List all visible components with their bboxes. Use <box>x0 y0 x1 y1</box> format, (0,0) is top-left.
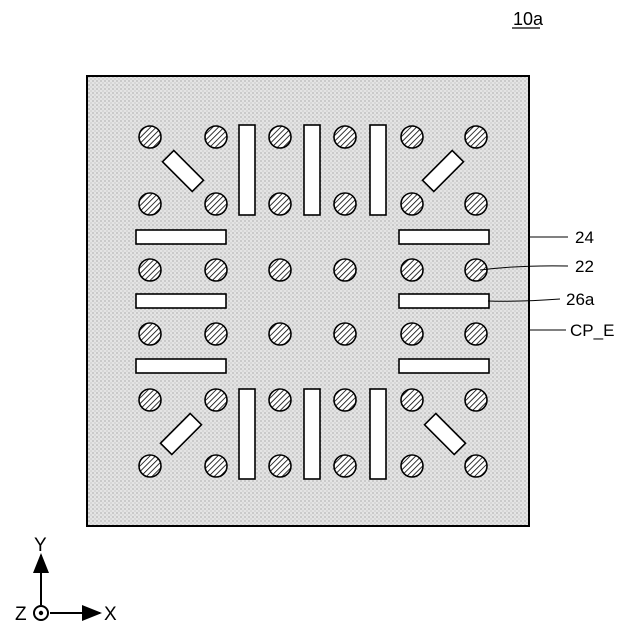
bump <box>139 193 161 215</box>
axis-indicator: Y X Z <box>15 535 117 625</box>
bump <box>205 323 227 345</box>
bump <box>465 455 487 477</box>
dummy-pattern <box>370 125 386 215</box>
bump <box>269 193 291 215</box>
bump <box>401 259 423 281</box>
dummy-pattern <box>399 294 489 308</box>
bump <box>401 389 423 411</box>
bump <box>465 126 487 148</box>
bump <box>205 259 227 281</box>
bump <box>465 389 487 411</box>
bump <box>334 455 356 477</box>
z-axis-label: Z <box>15 604 27 625</box>
bump <box>205 126 227 148</box>
dummy-pattern <box>370 389 386 479</box>
bump <box>139 389 161 411</box>
bump <box>465 193 487 215</box>
y-axis-label: Y <box>34 535 47 556</box>
dummy-pattern <box>239 389 255 479</box>
bump <box>269 126 291 148</box>
dummy-pattern <box>136 294 226 308</box>
bump <box>269 323 291 345</box>
dummy-pattern <box>136 230 226 244</box>
figure-number: 10a <box>513 9 544 29</box>
bump <box>334 259 356 281</box>
bump <box>205 389 227 411</box>
label-24: 24 <box>575 228 594 247</box>
bump <box>269 455 291 477</box>
label-cp-e: CP_E <box>570 321 614 340</box>
bump <box>334 193 356 215</box>
bump <box>139 455 161 477</box>
x-axis-label: X <box>104 604 117 625</box>
bump <box>205 455 227 477</box>
bump <box>269 259 291 281</box>
bump <box>401 323 423 345</box>
bump <box>334 323 356 345</box>
bump <box>139 259 161 281</box>
dummy-pattern <box>239 125 255 215</box>
bump <box>401 193 423 215</box>
bump <box>205 193 227 215</box>
dummy-pattern <box>399 359 489 373</box>
label-22: 22 <box>575 257 594 276</box>
bump <box>401 126 423 148</box>
dummy-pattern <box>304 125 320 215</box>
bump <box>334 126 356 148</box>
bump <box>334 389 356 411</box>
bump <box>401 455 423 477</box>
bump <box>139 126 161 148</box>
z-axis-dot <box>39 611 43 615</box>
dummy-pattern <box>304 389 320 479</box>
dummy-pattern <box>136 359 226 373</box>
label-26a: 26a <box>566 290 595 309</box>
dummy-pattern <box>399 230 489 244</box>
bump <box>139 323 161 345</box>
bump <box>269 389 291 411</box>
bump <box>465 323 487 345</box>
